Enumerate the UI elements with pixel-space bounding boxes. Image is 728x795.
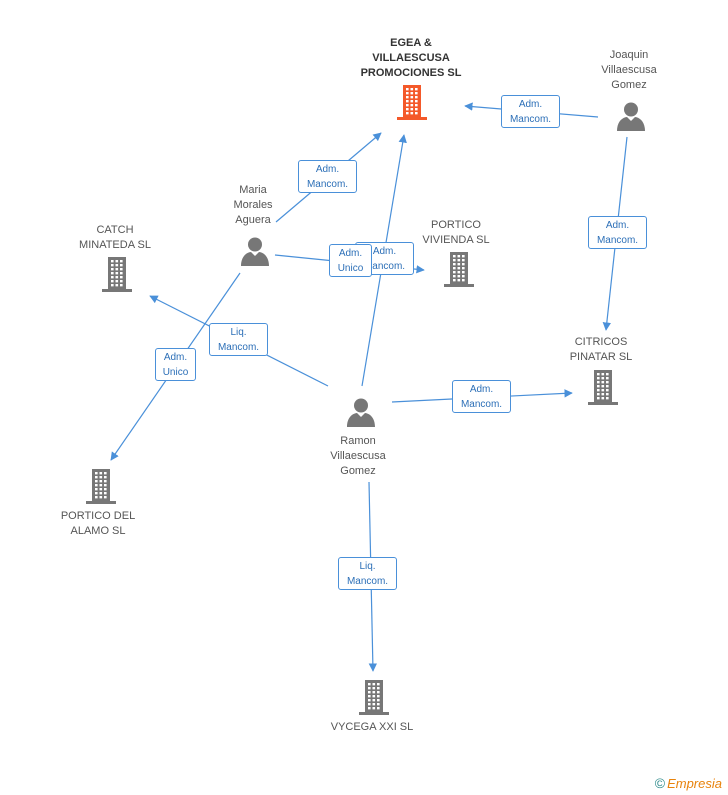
node-label-line: Morales	[233, 199, 273, 211]
relation-label-line: Unico	[337, 263, 364, 274]
node-label-line: PORTICO DEL	[60, 510, 136, 522]
relation-label-maria-to-egea[interactable]: Adm. Mancom.	[298, 160, 357, 193]
node-label-line: VIVIENDA SL	[422, 234, 490, 246]
relation-label-ramon-to-catch[interactable]: Liq. Mancom.	[209, 323, 268, 356]
node-label-catch[interactable]: CATCH MINATEDA SL	[79, 223, 151, 253]
node-label-line: Maria	[239, 184, 267, 196]
relation-label-ramon-to-citricos[interactable]: Adm. Mancom.	[452, 380, 511, 413]
person-icon-ramon[interactable]	[346, 397, 376, 427]
building-icon-portico-vivienda[interactable]	[444, 251, 474, 287]
relation-label-line: Adm.	[605, 220, 630, 231]
node-label-line: VYCEGA XXI SL	[330, 721, 414, 733]
copyright-icon: ©	[654, 775, 666, 791]
node-label-line: EGEA &	[390, 37, 432, 49]
node-label-line: MINATEDA SL	[79, 239, 151, 251]
relation-label-line: Mancom.	[509, 114, 552, 125]
node-label-line: VILLAESCUSA	[372, 52, 450, 64]
relation-label-line: Mancom.	[363, 261, 406, 272]
relation-label-maria-to-portico-alamo[interactable]: Adm. Unico	[155, 348, 196, 381]
person-icon-maria[interactable]	[240, 236, 270, 266]
relation-label-ramon-to-vycega[interactable]: Liq. Mancom.	[338, 557, 397, 590]
node-label-citricos[interactable]: CITRICOS PINATAR SL	[570, 335, 633, 365]
relation-label-line: Mancom.	[460, 399, 503, 410]
node-label-line: Villaescusa	[330, 450, 386, 462]
node-label-line: PORTICO	[431, 219, 481, 231]
relation-label-line: Adm.	[163, 352, 188, 363]
person-icon-joaquin[interactable]	[616, 101, 646, 131]
building-icon-egea[interactable]	[397, 84, 427, 120]
relation-label-line: Adm.	[469, 384, 494, 395]
brand-name: Empresia	[667, 776, 722, 791]
node-label-portico-vivienda[interactable]: PORTICO VIVIENDA SL	[422, 218, 489, 248]
relation-label-line: Liq.	[230, 327, 247, 338]
relation-label-line: Unico	[162, 367, 189, 378]
relation-label-line: Mancom.	[596, 235, 639, 246]
node-label-line: Villaescusa	[601, 64, 657, 76]
building-icon-catch[interactable]	[102, 256, 132, 292]
relation-label-line: Liq.	[359, 561, 376, 572]
relation-label-line: Adm.	[315, 164, 340, 175]
building-icon-vycega[interactable]	[359, 679, 389, 715]
node-label-line: PROMOCIONES SL	[360, 67, 462, 79]
relation-label-line: Adm.	[372, 246, 397, 257]
building-icon-citricos[interactable]	[588, 369, 618, 405]
relation-label-ramon-to-portico-vivienda[interactable]: Adm. Unico	[329, 244, 372, 277]
node-label-line: Ramon	[340, 435, 376, 447]
building-icon-portico-alamo[interactable]	[86, 468, 116, 504]
node-label-line: PINATAR SL	[569, 351, 633, 363]
relation-label-line: Adm.	[518, 99, 543, 110]
node-label-line: Aguera	[235, 214, 271, 226]
node-label-portico-alamo[interactable]: PORTICO DEL ALAMO SL	[61, 509, 135, 539]
node-label-line: Gomez	[611, 79, 647, 91]
node-label-line: CATCH	[96, 224, 134, 236]
relation-label-line: Mancom.	[346, 576, 389, 587]
relation-label-joaquin-to-egea[interactable]: Adm. Mancom.	[501, 95, 560, 128]
relation-label-line: Mancom.	[217, 342, 260, 353]
node-label-line: Gomez	[340, 465, 376, 477]
relation-label-joaquin-to-citricos[interactable]: Adm. Mancom.	[588, 216, 647, 249]
relation-label-line: Mancom.	[306, 179, 349, 190]
relation-label-line: Adm.	[338, 248, 363, 259]
node-label-vycega[interactable]: VYCEGA XXI SL	[331, 720, 414, 735]
node-label-line: CITRICOS	[574, 336, 628, 348]
node-label-egea[interactable]: EGEA & VILLAESCUSA PROMOCIONES SL	[361, 36, 462, 81]
brand-watermark: ©Empresia	[655, 775, 722, 791]
node-label-line: ALAMO SL	[70, 525, 126, 537]
node-label-line: Joaquin	[609, 49, 649, 61]
